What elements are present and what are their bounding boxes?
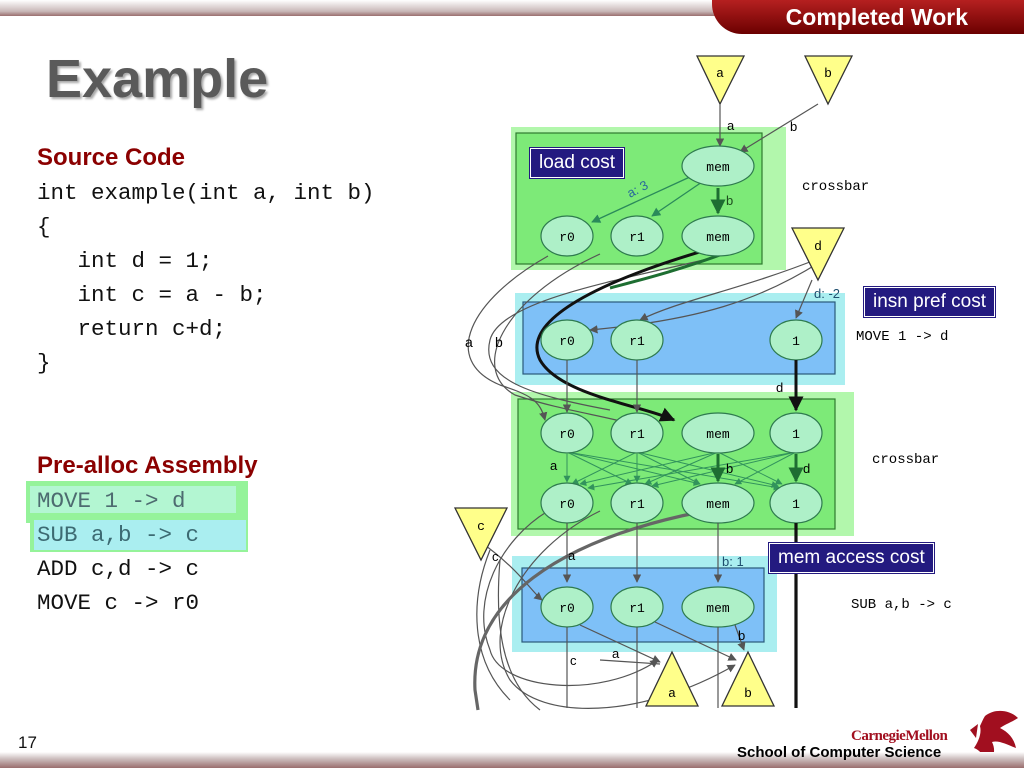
- triangle-b-out-label: b: [744, 686, 752, 701]
- node-mem-top: [681, 145, 755, 187]
- cmu-dragon-logo: [970, 710, 1018, 764]
- edge-label-b-mid: b: [726, 193, 733, 208]
- code-line: int c = a - b;: [37, 282, 267, 308]
- node-label: r1: [629, 601, 645, 616]
- code-line: int d = 1;: [37, 248, 213, 274]
- edge-label-d-cross: d: [803, 461, 810, 476]
- asm-line: MOVE c -> r0: [37, 590, 200, 616]
- code-line: {: [37, 214, 51, 240]
- section-tab-label: Completed Work: [785, 4, 968, 30]
- edge-label-c: c: [492, 549, 499, 564]
- node-label: r1: [629, 334, 645, 349]
- footer-band: [0, 752, 1024, 768]
- code-line: int example(int a, int b): [37, 180, 375, 206]
- node-label: r0: [559, 601, 575, 616]
- edge-label-c-bot: c: [570, 653, 577, 668]
- node-label: r0: [559, 497, 575, 512]
- university-name: CarnegieMellon: [851, 728, 948, 744]
- edge-label-a-low: a: [568, 548, 576, 563]
- edge-label-d-neg: d: -2: [814, 286, 840, 301]
- code-line: }: [37, 350, 51, 376]
- node-label: mem: [706, 160, 730, 175]
- asm-line: MOVE 1 -> d: [37, 488, 186, 514]
- input-b-triangle: [803, 55, 854, 106]
- callout-mem-access-cost: mem access cost: [768, 542, 935, 574]
- callout-insn-pref-cost: insn pref cost: [863, 286, 996, 318]
- group-label-move: MOVE 1 -> d: [856, 329, 948, 345]
- output-a-triangle: [644, 650, 700, 707]
- source-code-heading: Source Code: [37, 144, 186, 171]
- node-label: mem: [706, 230, 730, 245]
- edge-label-d-mid: d: [776, 380, 783, 395]
- node-r1: [610, 215, 664, 257]
- edge-label-b-bot: b: [738, 628, 745, 643]
- output-b-triangle: [720, 650, 776, 707]
- node-label: r1: [629, 497, 645, 512]
- node-label: 1: [792, 427, 800, 442]
- node-label: mem: [706, 497, 730, 512]
- triangle-a-label: a: [716, 66, 724, 81]
- node-one: [769, 412, 823, 454]
- edge-label-b1: b: 1: [722, 554, 744, 569]
- node-r0: [540, 215, 594, 257]
- triangle-a-out-label: a: [668, 686, 676, 701]
- section-tab: Completed Work: [712, 0, 1024, 34]
- asm-line: ADD c,d -> c: [37, 556, 200, 582]
- edge-label-b: b: [790, 119, 797, 134]
- node-r0: [540, 412, 594, 454]
- node-mem: [681, 215, 755, 257]
- edge-label-a-cross: a: [550, 458, 558, 473]
- input-c-triangle: [453, 507, 509, 562]
- edge-label-a: a: [727, 118, 735, 133]
- group-label-crossbar: crossbar: [802, 179, 869, 195]
- slide-number: 17: [18, 733, 37, 752]
- node-label: r1: [629, 427, 645, 442]
- edge-label-a-bot: a: [612, 646, 620, 661]
- edge-label-b-left: b: [495, 334, 503, 350]
- highlight-cyan: [34, 520, 246, 550]
- triangle-c-label: c: [477, 519, 485, 534]
- edge-label-a-left: a: [465, 334, 473, 350]
- node-r1: [610, 412, 664, 454]
- highlight-cyan: [30, 486, 236, 513]
- assembly-heading: Pre-alloc Assembly: [37, 452, 258, 479]
- triangle-b-label: b: [824, 66, 832, 81]
- triangle-d-label: d: [814, 239, 822, 254]
- group-label-sub: SUB a,b -> c: [851, 597, 952, 613]
- callout-load-cost: load cost: [528, 147, 626, 179]
- school-name: School of Computer Science: [737, 744, 942, 761]
- node-label: 1: [792, 334, 800, 349]
- edge-label-b-cross: b: [726, 461, 733, 476]
- slide-title: Example: [46, 49, 269, 109]
- node-label: 1: [792, 497, 800, 512]
- node-label: mem: [706, 427, 730, 442]
- node-label: r0: [559, 334, 575, 349]
- input-a-triangle: [695, 55, 746, 106]
- node-mem: [681, 412, 755, 454]
- input-d-triangle: [790, 227, 846, 282]
- group-label-crossbar: crossbar: [872, 452, 939, 468]
- node-label: mem: [706, 601, 730, 616]
- code-line: return c+d;: [37, 316, 227, 342]
- node-label: r1: [629, 230, 645, 245]
- node-label: r0: [559, 230, 575, 245]
- asm-line: SUB a,b -> c: [37, 522, 200, 548]
- node-label: r0: [559, 427, 575, 442]
